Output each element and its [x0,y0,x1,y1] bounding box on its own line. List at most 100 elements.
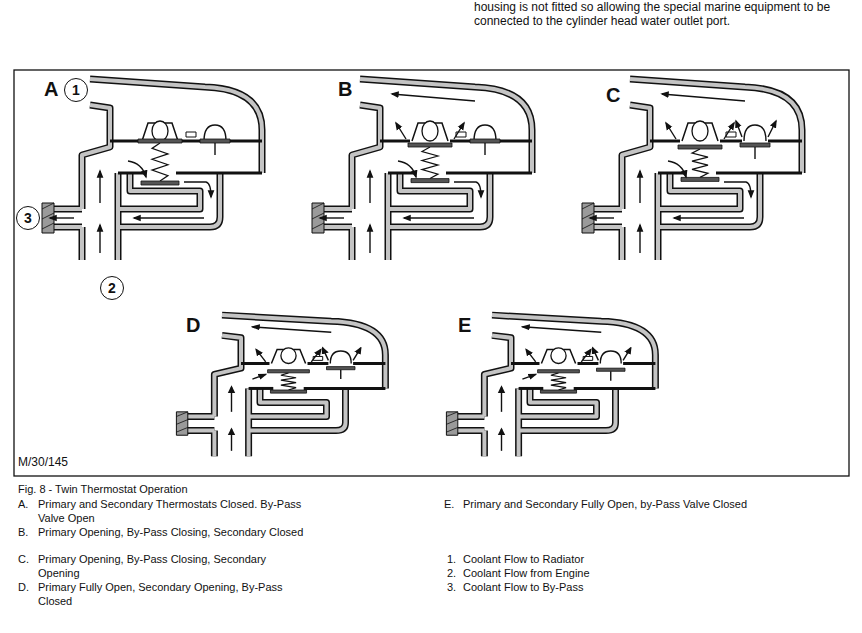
housing-wall [350,227,354,260]
callout-number: 3 [24,210,32,226]
housing-wall-edge [619,227,626,260]
callout-number: 2 [108,280,116,296]
bypass-valve [540,390,576,393]
wax-capsule [551,348,566,364]
flange-hatch [582,203,594,229]
legend-text: Primary Fully Open, Secondary Opening, B… [38,580,308,608]
housing-wall-edge [249,388,346,430]
legend-key: 1. [447,552,456,566]
housing-wall-edge [249,388,327,416]
thermostat-spring [551,373,566,390]
legend-key: 2. [447,566,456,580]
pipe-flange [176,412,187,435]
thermostat-plate [511,362,540,365]
legend-text: Coolant Flow to By-Pass [463,580,583,594]
housing-wall [249,388,327,416]
thermostat-plate [720,140,742,143]
housing-wall [118,173,200,209]
thermostat-plate [519,387,544,390]
flow-arrow [590,217,614,218]
thermostat-plate [450,140,472,143]
flow-arrow [231,387,232,412]
housing-wall-edge [349,227,356,260]
secondary-valve [740,143,770,147]
housing-wall-edge [90,79,262,173]
housing-wall [222,315,385,388]
housing-wall-edge [515,388,522,456]
secondary-stem [610,371,611,380]
housing-wall [388,173,470,209]
flow-arrow [256,349,266,361]
flow-arrow [724,182,751,197]
thermostat-spring [281,373,296,390]
housing-wall-edge [352,105,380,209]
thermostat-plate [353,362,385,365]
flow-arrow [581,349,591,361]
secondary-stem [340,370,341,379]
figure-caption: Fig. 8 - Twin Thermostat Operation [18,482,188,496]
legend-key: D. [18,580,29,594]
flow-arrow [323,348,329,360]
panel-letter: D [186,314,200,336]
flow-arrow [522,327,601,332]
housing-section [446,315,655,456]
housing-wall [247,388,251,456]
housing-wall-edge [492,315,655,388]
note-text: housing is not fitted so allowing the sp… [474,0,844,28]
secondary-stem [754,147,755,159]
housing-wall-edge [245,388,252,456]
secondary-stem [484,143,485,155]
legend-text: Coolant Flow to Radiator [463,552,584,566]
secondary-valve [327,367,356,370]
flow-arrow [369,225,370,253]
wax-capsule [152,121,168,141]
flow-arrow [231,429,232,451]
housing-wall-edge [519,388,597,416]
bypass-valve [681,177,719,181]
thermostat-plate [574,387,656,390]
flow-arrow [668,161,686,177]
housing-wall-edge [388,173,470,209]
housing-wall-edge [118,173,200,209]
flow-arrow [724,123,734,139]
housing-wall-edge [115,173,122,260]
housing-wall [630,79,802,173]
primary-valve [678,145,722,149]
housing-wall [517,388,521,456]
flow-arrow [674,217,744,218]
legend-key: E. [444,497,454,511]
callout-circle: 1 [64,78,88,102]
flow-arrow [252,327,331,332]
callout-circle: 2 [100,276,124,300]
housing-wall-edge [622,105,650,209]
flow-arrow [639,171,640,203]
flow-arrow [99,171,100,203]
flow-arrow [501,429,502,451]
primary-valve [268,370,310,373]
secondary-valve [470,139,500,143]
housing-wall-edge [360,79,532,173]
flow-arrow [639,225,640,253]
housing-wall-edge [79,227,86,260]
flow-arrow [311,349,321,361]
legend-text: Primary Opening, By-Pass Closing, Second… [38,552,308,580]
thermostat-plate [176,172,262,175]
thermostat-plate [623,362,655,365]
figure-frame [14,70,849,476]
wax-capsule [281,348,296,364]
thermostat-plate [658,172,684,175]
housing-wall [352,105,380,209]
flow-arrow [353,348,361,360]
flow-arrow [392,94,475,101]
thermostat-plate [118,172,144,175]
housing-wall [116,173,120,260]
housing-wall-edge [658,173,760,227]
thermostat-plate [716,172,802,175]
thermostat-plate [578,362,599,365]
thermostat-plate [388,172,414,175]
primary-valve [138,139,182,143]
panel-letter: E [458,314,471,336]
callout-circle: 3 [16,206,40,230]
housing-section [176,315,385,456]
